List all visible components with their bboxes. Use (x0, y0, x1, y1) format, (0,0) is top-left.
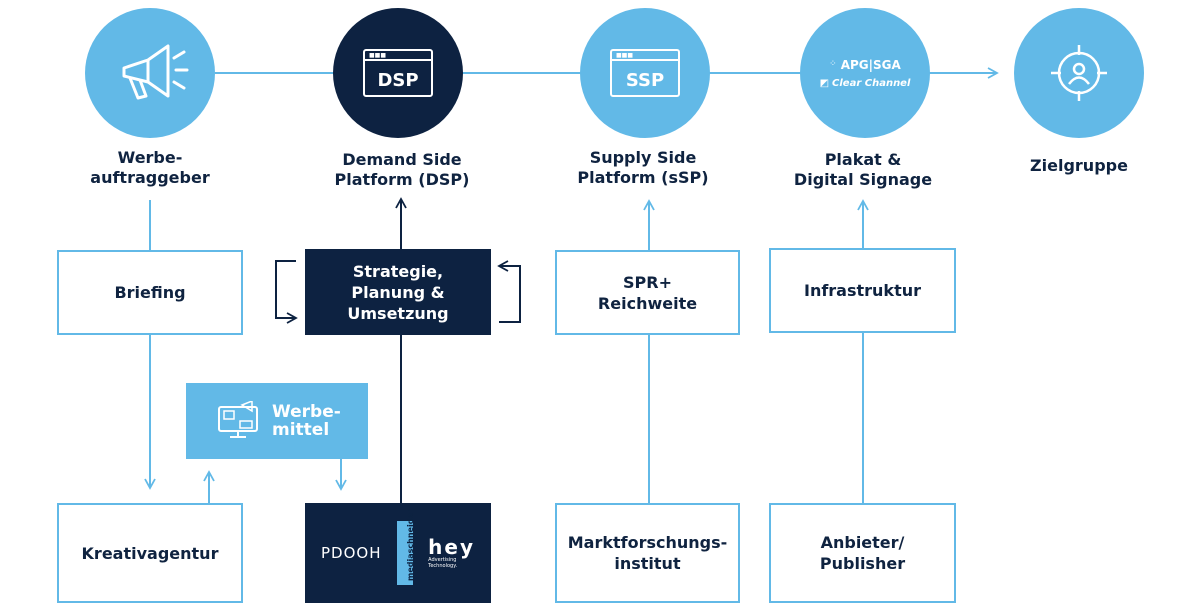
apg-logo: ⁘ APG|SGA (829, 57, 901, 72)
werbemittel-label: Werbe- mittel (272, 402, 341, 440)
marktforschung-box: Marktforschungs- institut (555, 503, 740, 603)
clear-channel-logo: ◩ Clear Channel (819, 77, 911, 89)
browser-window-icon: ■■■ DSP (363, 49, 433, 97)
mediaschneider-logo: mediaschneider (396, 509, 415, 585)
apg-logo-text: APG|SGA (840, 57, 901, 72)
ssp-circle: ■■■ SSP (580, 8, 710, 138)
kreativagentur-box: Kreativagentur (57, 503, 243, 603)
ssp-label: Supply Side Platform (sSP) (577, 148, 709, 187)
werbemittel-box: Werbe- mittel (186, 383, 368, 459)
ssp-icon-label: SSP (625, 70, 665, 91)
pdooh-box: PDOOH mediaschneider hey Advertising Tec… (305, 503, 491, 603)
spr-box: SPR+ Reichweite (555, 250, 740, 335)
megaphone-icon (122, 44, 189, 100)
target-person-icon (1051, 45, 1107, 101)
strategie-box: Strategie, Planung & Umsetzung (305, 249, 491, 335)
browser-window-icon: ■■■ SSP (610, 49, 680, 97)
media-devices-icon (218, 401, 258, 438)
werbeauftraggeber-circle (85, 8, 215, 138)
dsp-icon-label: DSP (377, 70, 419, 91)
dsp-label: Demand Side Platform (DSP) (334, 150, 470, 189)
dsp-circle: ■■■ DSP (333, 8, 463, 138)
briefing-box: Briefing (57, 250, 243, 335)
werbeauftraggeber-label: Werbe- auftraggeber (90, 148, 210, 187)
hey-logo-text: hey (428, 535, 475, 559)
zielgruppe-circle (1014, 8, 1144, 138)
anbieter-box: Anbieter/ Publisher (769, 503, 956, 603)
plakat-circle: ⁘ APG|SGA ◩ Clear Channel (800, 8, 930, 138)
hey-logo: hey Advertising Technology. (428, 537, 475, 569)
plakat-label: Plakat & Digital Signage (793, 150, 933, 189)
pdooh-label: PDOOH (321, 543, 382, 562)
clear-channel-logo-text: Clear Channel (832, 77, 911, 89)
mediaschneider-logo-text: mediaschneider (405, 509, 415, 581)
hey-logo-subtext: Advertising Technology. (428, 557, 458, 569)
infrastruktur-box: Infrastruktur (769, 248, 956, 333)
zielgruppe-label: Zielgruppe (1030, 156, 1128, 175)
